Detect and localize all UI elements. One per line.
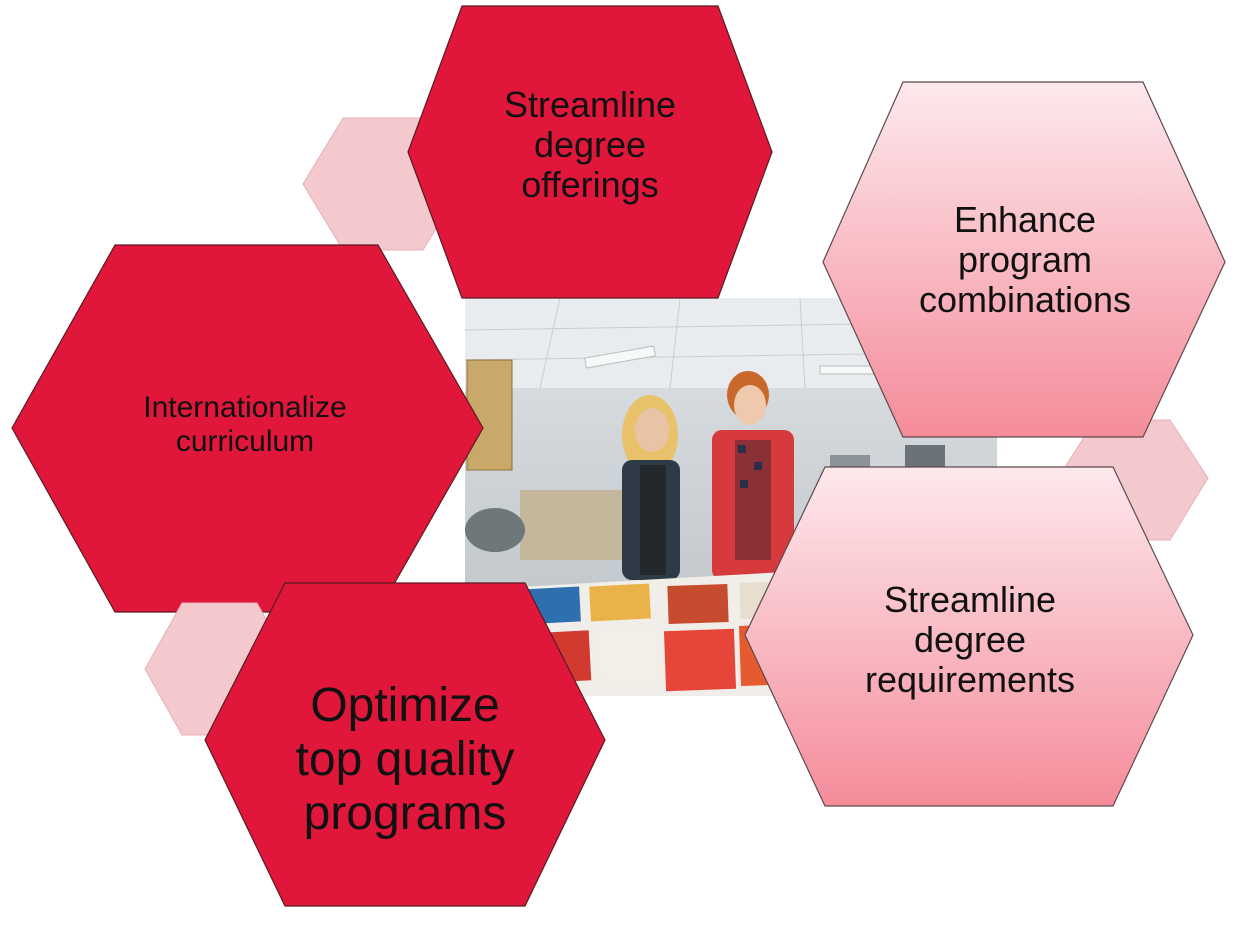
label-optimize: Optimize top quality programs — [295, 679, 515, 840]
hexagon-optimize — [204, 582, 606, 907]
label-streamline-requirements: Streamline degree requirements — [864, 578, 1076, 701]
label-internationalize: Internationalize curriculum — [143, 391, 347, 458]
hexagon-internationalize — [11, 244, 484, 613]
hexagon-enhance-combinations — [822, 81, 1226, 438]
label-streamline-offerings: Streamline degree offerings — [503, 83, 677, 206]
hexagon-streamline-offerings — [407, 5, 773, 299]
hexagon-streamline-requirements — [744, 466, 1194, 807]
label-enhance-combinations: Enhance program combinations — [918, 198, 1132, 321]
